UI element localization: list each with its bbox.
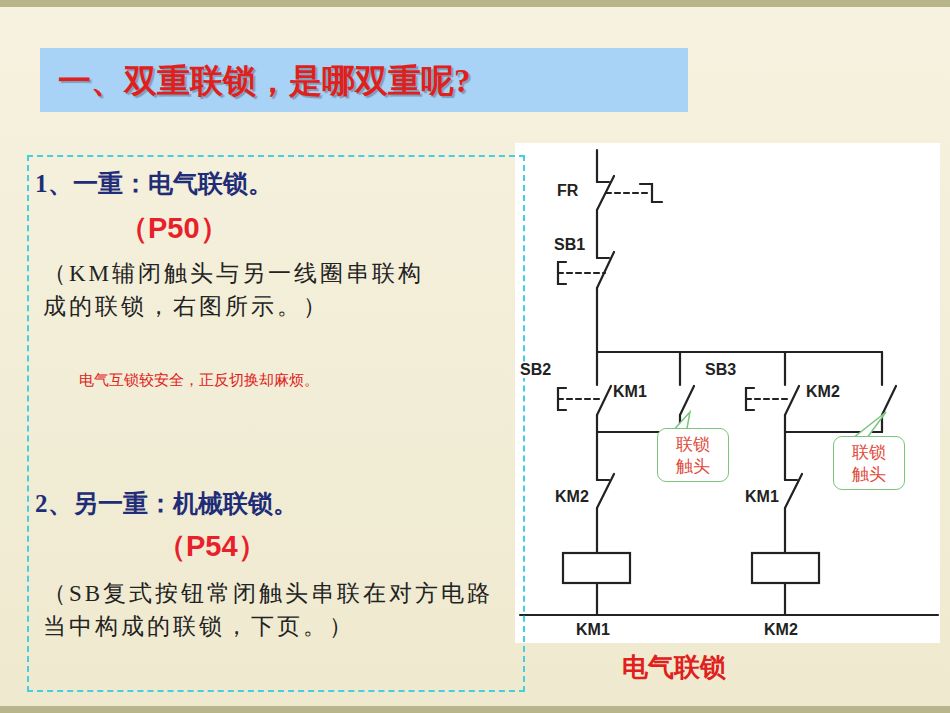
bottom-strip bbox=[0, 706, 950, 713]
component-label: KM1 bbox=[744, 489, 780, 505]
component-label: KM2 bbox=[763, 622, 799, 638]
component-label: SB3 bbox=[704, 362, 737, 378]
panel-text: （P54） bbox=[157, 527, 267, 567]
component-label: KM2 bbox=[554, 489, 590, 505]
slide-title: 一、双重联锁，是哪双重呢? bbox=[58, 59, 471, 104]
top-strip bbox=[0, 0, 950, 7]
caption: 电气联锁 bbox=[622, 650, 726, 685]
component-label: SB2 bbox=[519, 362, 552, 378]
component-label: KM1 bbox=[575, 622, 611, 638]
component-label: FR bbox=[556, 183, 579, 199]
callout-text: 联锁触头 bbox=[851, 441, 887, 485]
panel-text: （KM辅闭触头与另一线圈串联构成的联锁，右图所示。） bbox=[43, 257, 443, 324]
interlock-callout: 联锁触头 bbox=[657, 428, 729, 482]
component-label: SB1 bbox=[553, 237, 586, 253]
callout-text: 联锁触头 bbox=[675, 433, 711, 477]
panel-text: （SB复式按钮常闭触头串联在对方电路当中构成的联锁，下页。） bbox=[43, 577, 519, 644]
circuit-ground bbox=[515, 143, 940, 643]
component-label: KM1 bbox=[612, 384, 648, 400]
panel-text: 电气互锁较安全，正反切换却麻烦。 bbox=[79, 371, 319, 390]
interlock-callout: 联锁触头 bbox=[833, 436, 905, 490]
panel-text: 2、另一重：机械联锁。 bbox=[35, 487, 298, 520]
component-label: KM2 bbox=[805, 384, 841, 400]
panel-text: 1、一重：电气联锁。 bbox=[35, 167, 273, 200]
dashed-text-panel: 1、一重：电气联锁。 （P50） （KM辅闭触头与另一线圈串联构成的联锁，右图所示。… bbox=[27, 155, 525, 692]
panel-text: （P50） bbox=[119, 209, 229, 249]
